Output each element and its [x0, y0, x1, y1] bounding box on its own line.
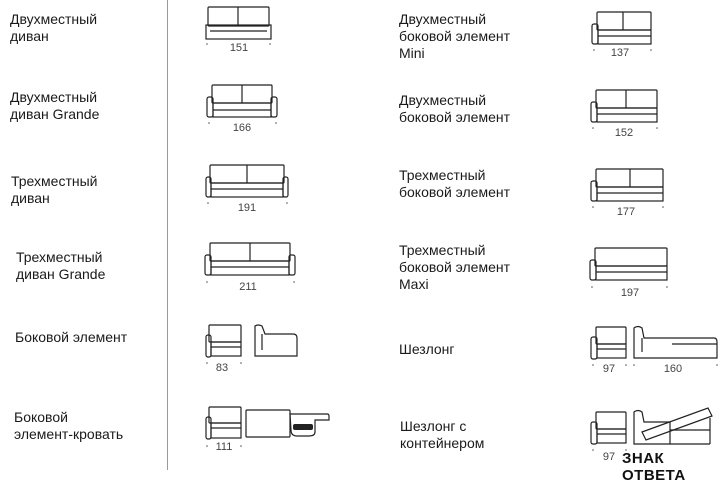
item-label-chaise-longue-container: Шезлонг с контейнером: [400, 418, 485, 451]
item-size-three-seat-sofa-grande: 211: [239, 281, 257, 293]
item-label-three-seat-sofa-grande: Трехместный диван Grande: [16, 249, 106, 282]
item-label-two-seat-side-mini: Двухместный боковой элемент Mini: [399, 11, 510, 61]
item-size-side-element: 83: [215, 362, 229, 374]
two-seat-side-icon: [590, 89, 658, 129]
side-element-bed-icon: [205, 406, 330, 447]
item-size-side-element-bed: 111: [215, 441, 233, 453]
item-label-three-seat-side-maxi: Трехместный боковой элемент Maxi: [399, 242, 510, 292]
three-seat-side-icon: [590, 168, 664, 208]
item-size-two-seat-sofa: 151: [229, 42, 249, 54]
three-seat-sofa-grande-icon: [204, 242, 296, 283]
item-label-three-seat-sofa: Трехместный диван: [11, 173, 98, 206]
item-size-chaise-longue: 97: [602, 363, 616, 375]
item-label-chaise-longue: Шезлонг: [399, 341, 455, 357]
column-divider: [167, 0, 168, 470]
two-seat-sofa-icon: [205, 6, 272, 45]
item-label-two-seat-side: Двухместный боковой элемент: [399, 92, 510, 125]
item-size-three-seat-side-maxi: 197: [620, 287, 640, 299]
item-label-three-seat-side: Трехместный боковой элемент: [399, 167, 510, 200]
item-size-three-seat-side: 177: [616, 206, 636, 218]
item-size-two-seat-side-mini: 137: [610, 47, 630, 59]
two-seat-sofa-grande-icon: [206, 84, 278, 124]
three-seat-side-maxi-icon: [589, 247, 668, 288]
item-label-side-element-bed: Боковой элемент-кровать: [14, 409, 124, 442]
item-size-three-seat-sofa: 191: [237, 202, 257, 214]
item-size-two-seat-side: 152: [614, 127, 634, 139]
item-size-two-seat-sofa-grande: 166: [232, 122, 252, 134]
side-element-icon: [205, 324, 298, 364]
item-size-chaise-longue-container: 97: [602, 451, 616, 463]
item-size-chaise-longue-long: 160: [663, 363, 683, 375]
item-label-two-seat-sofa-grande: Двухместный диван Grande: [10, 89, 100, 122]
item-label-two-seat-sofa: Двухместный диван: [10, 11, 98, 44]
two-seat-side-mini-icon: [591, 11, 652, 51]
chaise-longue-icon: [590, 325, 718, 366]
three-seat-sofa-icon: [205, 164, 289, 204]
item-label-side-element: Боковой элемент: [15, 329, 128, 345]
chaise-longue-container-icon: [590, 407, 713, 451]
